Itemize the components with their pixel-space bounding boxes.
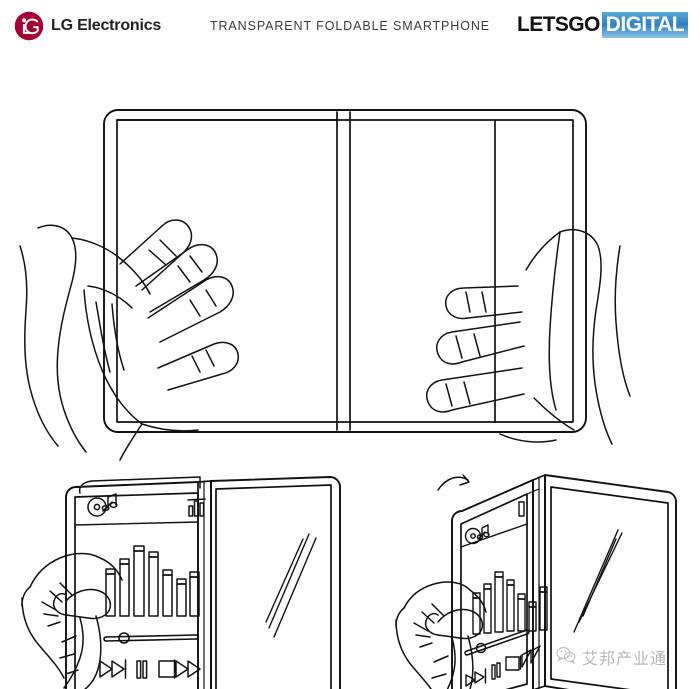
bl-progress-slider — [103, 632, 199, 644]
bl-right-panel-shell — [210, 476, 341, 689]
bl-stop-button — [158, 660, 176, 678]
br-slider-thumb — [475, 642, 487, 654]
bl-music-player-ui — [74, 493, 206, 679]
bl-hinge — [197, 480, 212, 689]
br-pause-button — [491, 662, 501, 680]
bl-previous-track-button — [173, 659, 201, 679]
letsgo-wordmark: LETSGO — [517, 13, 600, 36]
device-outer-shell — [103, 109, 587, 433]
letsgo-digital-logo: LETSGO DIGITAL — [517, 12, 688, 38]
br-transport-controls — [465, 645, 541, 687]
watermark: 艾邦产业通 — [556, 645, 667, 669]
br-fold-direction-arrow — [437, 474, 470, 491]
bl-right-display-frame — [215, 484, 332, 689]
br-glare-lines — [573, 529, 623, 633]
br-right-panel-shell — [544, 474, 677, 689]
page-title: TRANSPARENT FOLDABLE SMARTPHONE — [209, 19, 491, 33]
wechat-logo-icon — [556, 646, 576, 669]
bl-left-shell-outline — [65, 496, 67, 689]
bl-status-bar-divider — [74, 521, 199, 526]
bl-disc-music-note-icon — [87, 493, 118, 517]
br-previous-track-button — [519, 645, 541, 670]
top-figure-unfolded-device — [19, 109, 631, 461]
br-progress-slider — [464, 629, 530, 656]
lg-brand-name: LG Electronics — [51, 17, 162, 34]
bottom-right-figure — [395, 474, 677, 689]
bl-left-display-frame — [74, 492, 199, 689]
br-speaker-slot — [518, 501, 525, 517]
br-stop-button — [505, 656, 520, 671]
right-hand-behind-display — [426, 228, 631, 445]
patent-illustration-area — [0, 50, 700, 689]
bl-transport-controls — [99, 659, 201, 679]
watermark-text: 艾邦产业通 — [582, 649, 668, 668]
lg-circle-face-logo-icon — [14, 11, 44, 41]
patent-drawing-svg — [19, 109, 677, 689]
bl-glare-lines — [265, 533, 317, 638]
bl-left-hand — [21, 552, 123, 689]
lg-brand-block: LG Electronics — [14, 11, 161, 41]
digital-wordmark: DIGITAL — [601, 12, 688, 38]
br-disc-music-note-icon — [464, 524, 490, 545]
br-right-display-frame — [550, 486, 669, 689]
bottom-left-figure — [21, 476, 341, 689]
bl-pause-button — [136, 660, 148, 679]
bl-top-edge-slant — [78, 476, 201, 494]
br-music-player-ui — [460, 523, 548, 687]
bl-slider-thumb — [118, 632, 130, 644]
br-equalizer-bars — [472, 571, 548, 635]
br-left-hand — [395, 581, 487, 689]
br-next-track-button — [465, 668, 487, 687]
br-left-display-frame — [460, 493, 528, 689]
bl-next-track-button — [99, 659, 127, 679]
left-hand-behind-display — [19, 219, 240, 461]
header: LG Electronics TRANSPARENT FOLDABLE SMAR… — [0, 0, 700, 50]
bl-equalizer-bars — [105, 545, 200, 617]
br-left-panel-shell — [451, 479, 534, 689]
device-display-frame — [116, 119, 574, 423]
bl-signal-bars-icon — [187, 498, 206, 517]
bl-left-shell-top — [65, 481, 199, 498]
